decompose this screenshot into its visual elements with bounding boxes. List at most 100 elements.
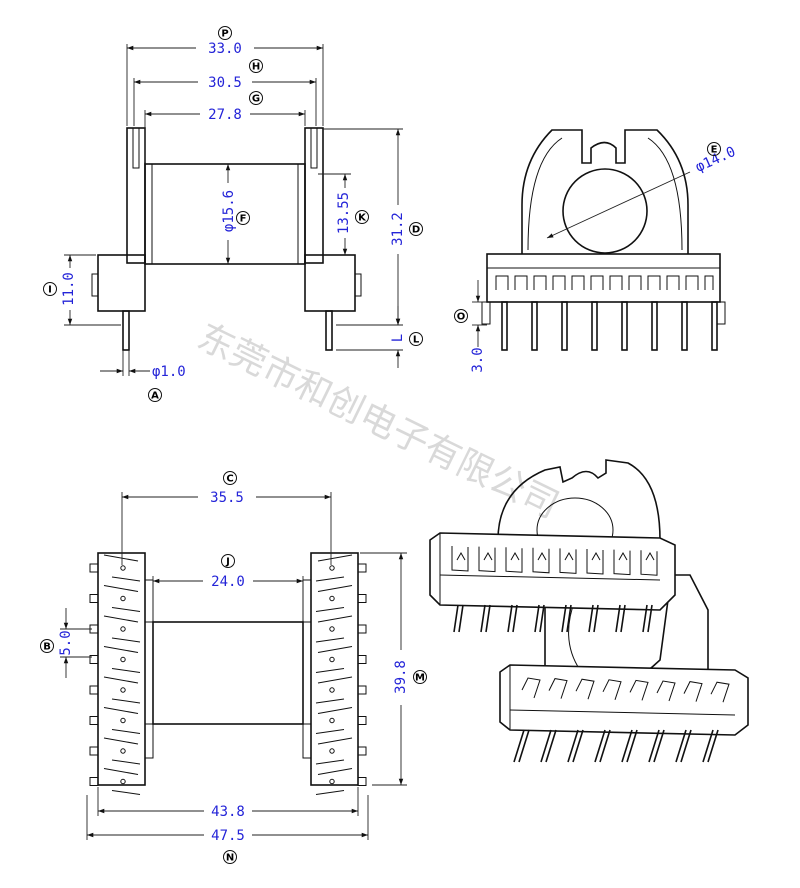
side-pin <box>591 301 598 351</box>
pin-stub-right <box>357 563 367 573</box>
slot-line-right <box>317 554 353 562</box>
slot-line-right <box>315 729 345 734</box>
iso-lower-pin <box>599 729 611 763</box>
iso-lower-pin <box>518 729 530 763</box>
label-J: J <box>225 557 230 568</box>
dim-N1-value: 43.8 <box>211 804 245 820</box>
side-view: φ14.0 E 3.0 O <box>454 129 738 373</box>
slot-line-right <box>317 768 353 775</box>
iso-lower-pin <box>653 729 665 763</box>
label-H: H <box>252 62 260 73</box>
label-E: E <box>711 145 718 156</box>
iso-upper-hook <box>456 551 466 561</box>
slot-line-left <box>111 729 141 734</box>
dim-D-value: 31.2 <box>390 212 406 246</box>
label-F: F <box>240 214 247 225</box>
iso-upper-pin <box>588 604 594 633</box>
pin-hole-right <box>329 656 335 663</box>
iso-lower-slot <box>710 681 730 703</box>
dim-N2-value: 47.5 <box>211 828 245 844</box>
dim-K-value: 13.55 <box>336 192 352 234</box>
label-D: D <box>412 225 420 236</box>
iso-upper-pin <box>620 604 626 633</box>
slot-line-left <box>103 615 139 623</box>
iso-upper-slot <box>505 547 523 573</box>
iso-lower-slot <box>602 679 622 700</box>
slot-line-right <box>315 607 345 612</box>
slot-line-left <box>103 707 139 714</box>
pin-hole-left <box>120 656 126 663</box>
iso-upper-slot <box>613 549 631 576</box>
iso-lower-pin <box>648 729 660 763</box>
pin-hole-right <box>329 626 335 632</box>
dim-I-value: 11.0 <box>61 272 77 306</box>
watermark-text: 东莞市和创电子有限公司 <box>191 316 565 526</box>
pin-stub-left <box>89 594 99 603</box>
slot-line-right <box>317 676 353 684</box>
label-A: A <box>151 391 159 402</box>
label-P: P <box>221 29 228 40</box>
iso-upper-slot <box>478 546 496 573</box>
iso-upper-pin <box>534 604 540 633</box>
slot-line-left <box>111 576 141 582</box>
label-M: M <box>415 673 425 684</box>
slot-line-left <box>103 676 139 684</box>
iso-upper-pin <box>642 604 648 633</box>
iso-upper-pin <box>539 604 545 633</box>
pin-hole-left <box>120 778 126 785</box>
iso-lower-pin <box>594 729 606 763</box>
dim-F-value: φ15.6 <box>221 190 237 232</box>
iso-upper-hook <box>483 551 493 561</box>
iso-upper-hook <box>537 551 547 561</box>
iso-upper-hook <box>645 551 655 561</box>
pin-stub-left <box>89 685 99 695</box>
pin-hole-right <box>329 717 335 724</box>
pin-hole-right <box>329 595 335 602</box>
slot-line-right <box>315 637 345 643</box>
pin-stub-right <box>357 594 367 603</box>
iso-lower-slot <box>683 681 703 702</box>
slot-line-left <box>103 585 139 592</box>
iso-upper-pin <box>615 604 621 633</box>
slot-line-left <box>111 759 141 765</box>
iso-upper-slot <box>532 547 550 574</box>
iso-lower-pin <box>675 729 687 763</box>
pin-stub-left <box>89 563 99 573</box>
iso-upper-pin <box>507 604 513 633</box>
pin-stub-right <box>357 746 367 756</box>
pin-hole-right <box>329 778 335 785</box>
slot-line-right <box>317 737 353 745</box>
label-G: G <box>252 94 260 105</box>
dim-G-value: 27.8 <box>208 107 242 123</box>
iso-upper-pin <box>485 604 491 633</box>
iso-lower-slot <box>521 677 541 699</box>
slot-line-left <box>111 698 141 704</box>
top-view-dimensions: 35.5 C 24.0 J 5.0 B 39.8 M 43.8 <box>40 471 427 864</box>
slot-line-left <box>111 790 141 795</box>
pin-hole-left <box>120 565 126 571</box>
slot-line-left <box>111 607 141 612</box>
iso-upper-slot <box>559 548 577 574</box>
iso-lower-slot <box>629 679 649 701</box>
label-C: C <box>226 474 233 485</box>
dim-M-value: 39.8 <box>393 660 409 694</box>
slot-line-left <box>103 646 139 653</box>
front-view-dimensions: 33.0 P 30.5 H 27.8 G φ15.6 F 13.55 K <box>43 26 423 402</box>
slot-line-right <box>317 585 353 592</box>
side-pin <box>651 301 658 351</box>
pin-stub-right <box>357 777 367 786</box>
label-N: N <box>226 853 234 864</box>
iso-lower-pin <box>513 729 525 763</box>
pin-stub-right <box>357 624 367 634</box>
iso-lower-pin <box>567 729 579 763</box>
pin-hole-right <box>329 687 335 693</box>
slot-line-left <box>111 637 141 643</box>
side-pin <box>501 301 508 351</box>
iso-upper-pin <box>647 604 653 633</box>
iso-lower-slot <box>656 680 676 702</box>
top-view <box>89 552 367 795</box>
label-B: B <box>43 642 51 653</box>
pin-stub-left <box>89 746 99 756</box>
iso-upper-pin <box>561 604 567 633</box>
pin-stub-right <box>357 716 367 725</box>
